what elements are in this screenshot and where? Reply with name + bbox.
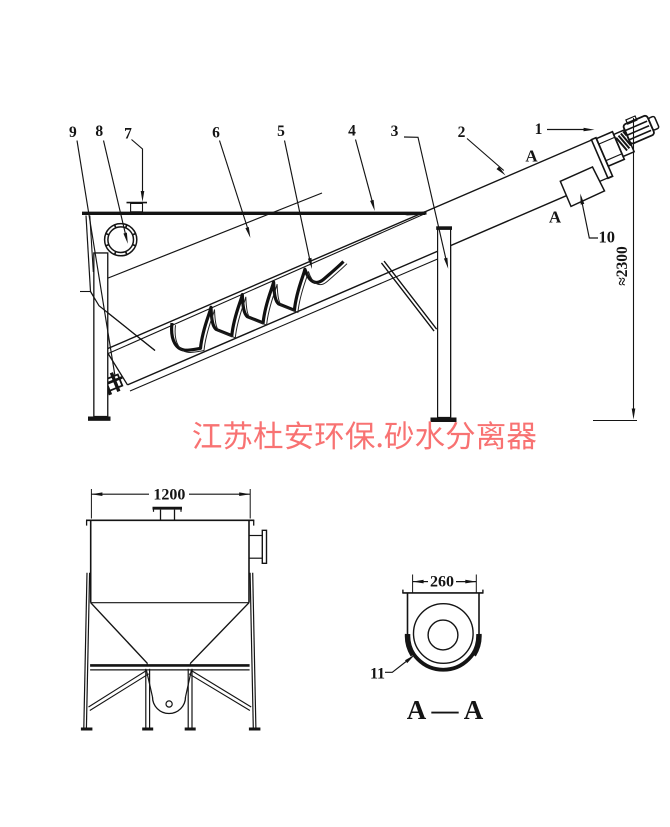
svg-text:A — A: A — A <box>407 695 484 725</box>
svg-text:260: 260 <box>430 574 454 591</box>
svg-text:11: 11 <box>370 666 385 683</box>
svg-text:7: 7 <box>124 126 132 143</box>
svg-text:5: 5 <box>277 123 285 140</box>
svg-text:1: 1 <box>535 121 543 138</box>
svg-text:10: 10 <box>599 227 616 246</box>
svg-text:4: 4 <box>348 123 356 140</box>
svg-text:1200: 1200 <box>153 486 185 503</box>
svg-text:3: 3 <box>391 123 399 140</box>
svg-text:9: 9 <box>69 124 77 141</box>
svg-text:2: 2 <box>458 124 466 141</box>
svg-text:8: 8 <box>95 123 103 140</box>
svg-text:A: A <box>549 208 562 227</box>
svg-text:A: A <box>525 147 538 166</box>
svg-text:6: 6 <box>212 124 220 141</box>
svg-text:≈2300: ≈2300 <box>614 246 631 286</box>
